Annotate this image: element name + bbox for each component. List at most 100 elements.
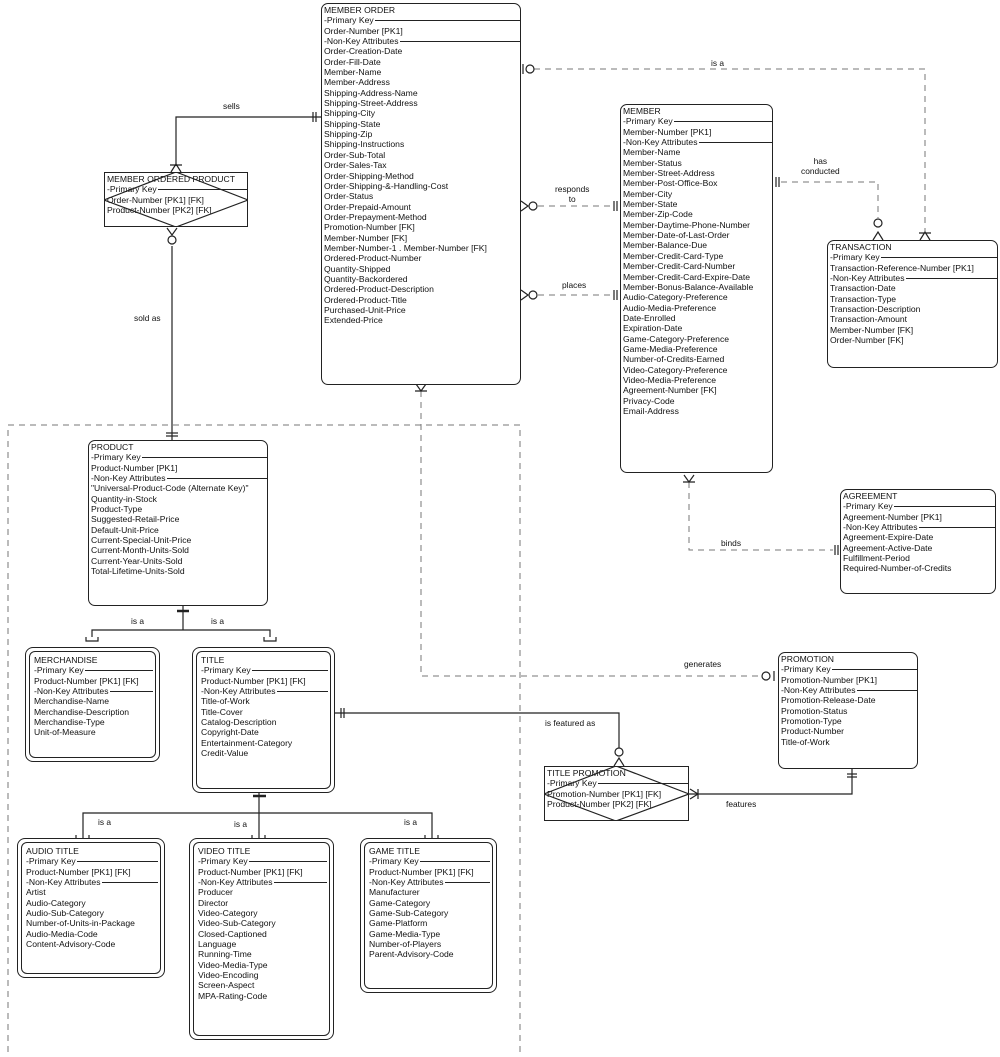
- attribute: Content-Advisory-Code: [26, 939, 116, 950]
- attribute: Quantity-Shipped: [324, 263, 391, 274]
- attribute: Unit-of-Measure: [34, 727, 96, 738]
- attribute: Artist: [26, 887, 46, 898]
- rel-label-responds-to: responds to: [555, 184, 590, 204]
- section-label: -Non-Key Attributes: [369, 877, 444, 888]
- attribute: Current-Year-Units-Sold: [91, 555, 183, 566]
- section-label: -Primary Key: [843, 501, 893, 512]
- section-divider: [276, 690, 328, 692]
- attribute: Shipping-Address-Name: [324, 87, 418, 98]
- attribute: MPA-Rating-Code: [198, 990, 268, 1001]
- cardinality-zero-circle: [528, 201, 538, 211]
- rel-label-is-a-merchandise: is a: [131, 616, 145, 626]
- section-label: -Non-Key Attributes: [198, 877, 273, 888]
- attribute: Quantity-Backordered: [324, 273, 408, 284]
- primary-key-attribute: Promotion-Number [PK1]: [781, 674, 877, 685]
- section-divider: [880, 257, 997, 259]
- attribute: Catalog-Description: [201, 717, 277, 728]
- line-binds: [688, 482, 833, 551]
- attribute: Total-Lifetime-Units-Sold: [91, 566, 185, 577]
- section-divider: [374, 20, 520, 22]
- section-label: -Non-Key Attributes: [324, 36, 399, 47]
- cardinality-many-crowfoot: [170, 162, 182, 173]
- attribute: Credit-Value: [201, 748, 249, 759]
- section-label: -Primary Key: [34, 665, 84, 676]
- entity-title: MEMBER: [623, 106, 661, 116]
- attribute: Order-Status: [324, 191, 374, 202]
- attribute: Title-Cover: [201, 706, 243, 717]
- primary-key-attribute: Product-Number [PK2] [FK]: [547, 799, 652, 810]
- non-key-section: -Non-Key Attributes: [198, 877, 327, 887]
- section-divider: [157, 189, 247, 191]
- cardinality-zero-circle: [761, 671, 771, 681]
- attribute: Member-Zip-Code: [623, 209, 693, 220]
- attribute: Number-of-Credits-Earned: [623, 354, 725, 365]
- attribute: Member-Street-Address: [623, 168, 715, 179]
- attribute: Audio-Category: [26, 897, 86, 908]
- section-divider: [905, 277, 997, 279]
- rel-label-is-a-video: is a: [234, 819, 248, 829]
- attribute: Suggested-Retail-Price: [91, 514, 180, 525]
- primary-key-attribute: Product-Number [PK1] [FK]: [369, 866, 474, 877]
- non-key-section: -Non-Key Attributes: [843, 522, 995, 532]
- cardinality-many-crowfoot: [520, 289, 530, 301]
- non-key-section: -Non-Key Attributes: [369, 877, 490, 887]
- section-label: -Non-Key Attributes: [34, 686, 109, 697]
- non-key-section: -Non-Key Attributes: [623, 137, 772, 147]
- rel-label-has-conducted: has conducted: [801, 156, 840, 176]
- cardinality-many-crowfoot: [166, 227, 178, 237]
- attribute: Purchased-Unit-Price: [324, 304, 406, 315]
- attribute: Video-Media-Preference: [623, 374, 716, 385]
- rel-label-is-a-game: is a: [404, 817, 418, 827]
- rel-label-generates: generates: [684, 659, 722, 669]
- primary-key-attribute: Transaction-Reference-Number [PK1]: [830, 262, 974, 273]
- attribute: Order-Number [FK]: [830, 335, 904, 346]
- section-divider: [444, 881, 490, 883]
- attribute: Video-Category: [198, 908, 258, 919]
- entity-title: TITLE: [201, 655, 225, 665]
- non-key-section: -Non-Key Attributes: [781, 685, 917, 695]
- attribute: Privacy-Code: [623, 395, 675, 406]
- attribute: Expiration-Date: [623, 323, 683, 334]
- attribute: Running-Time: [198, 949, 252, 960]
- rel-label-sells: sells: [223, 101, 240, 111]
- rel-label-is-a: is a: [711, 58, 725, 68]
- cardinality-many-crowfoot: [613, 756, 625, 767]
- attribute: Merchandise-Description: [34, 706, 130, 717]
- attribute: Game-Category: [369, 897, 431, 908]
- cardinality-many-crowfoot: [520, 200, 530, 212]
- cardinality-zero-circle: [614, 747, 624, 757]
- cardinality-zero-circle: [873, 218, 883, 228]
- attribute: Entertainment-Category: [201, 737, 293, 748]
- attribute: Video-Encoding: [198, 970, 259, 981]
- section-label: -Non-Key Attributes: [781, 685, 856, 696]
- attribute: Number-of-Players: [369, 939, 442, 950]
- entity-title: VIDEO TITLE: [198, 846, 251, 856]
- section-label: -Non-Key Attributes: [26, 877, 101, 888]
- primary-key-attribute: Promotion-Number [PK1] [FK]: [547, 788, 662, 799]
- attribute: Shipping-City: [324, 108, 376, 119]
- attribute: Extended-Price: [324, 315, 383, 326]
- rel-label-is-a-title: is a: [211, 616, 225, 626]
- primary-key-section: -Primary Key: [107, 184, 247, 194]
- primary-key-attribute: Product-Number [PK2] [FK]: [107, 205, 212, 216]
- attribute: Product-Type: [91, 504, 143, 515]
- cardinality-many-crowfoot: [872, 230, 884, 241]
- section-divider: [101, 881, 158, 883]
- attribute: Audio-Media-Code: [26, 928, 98, 939]
